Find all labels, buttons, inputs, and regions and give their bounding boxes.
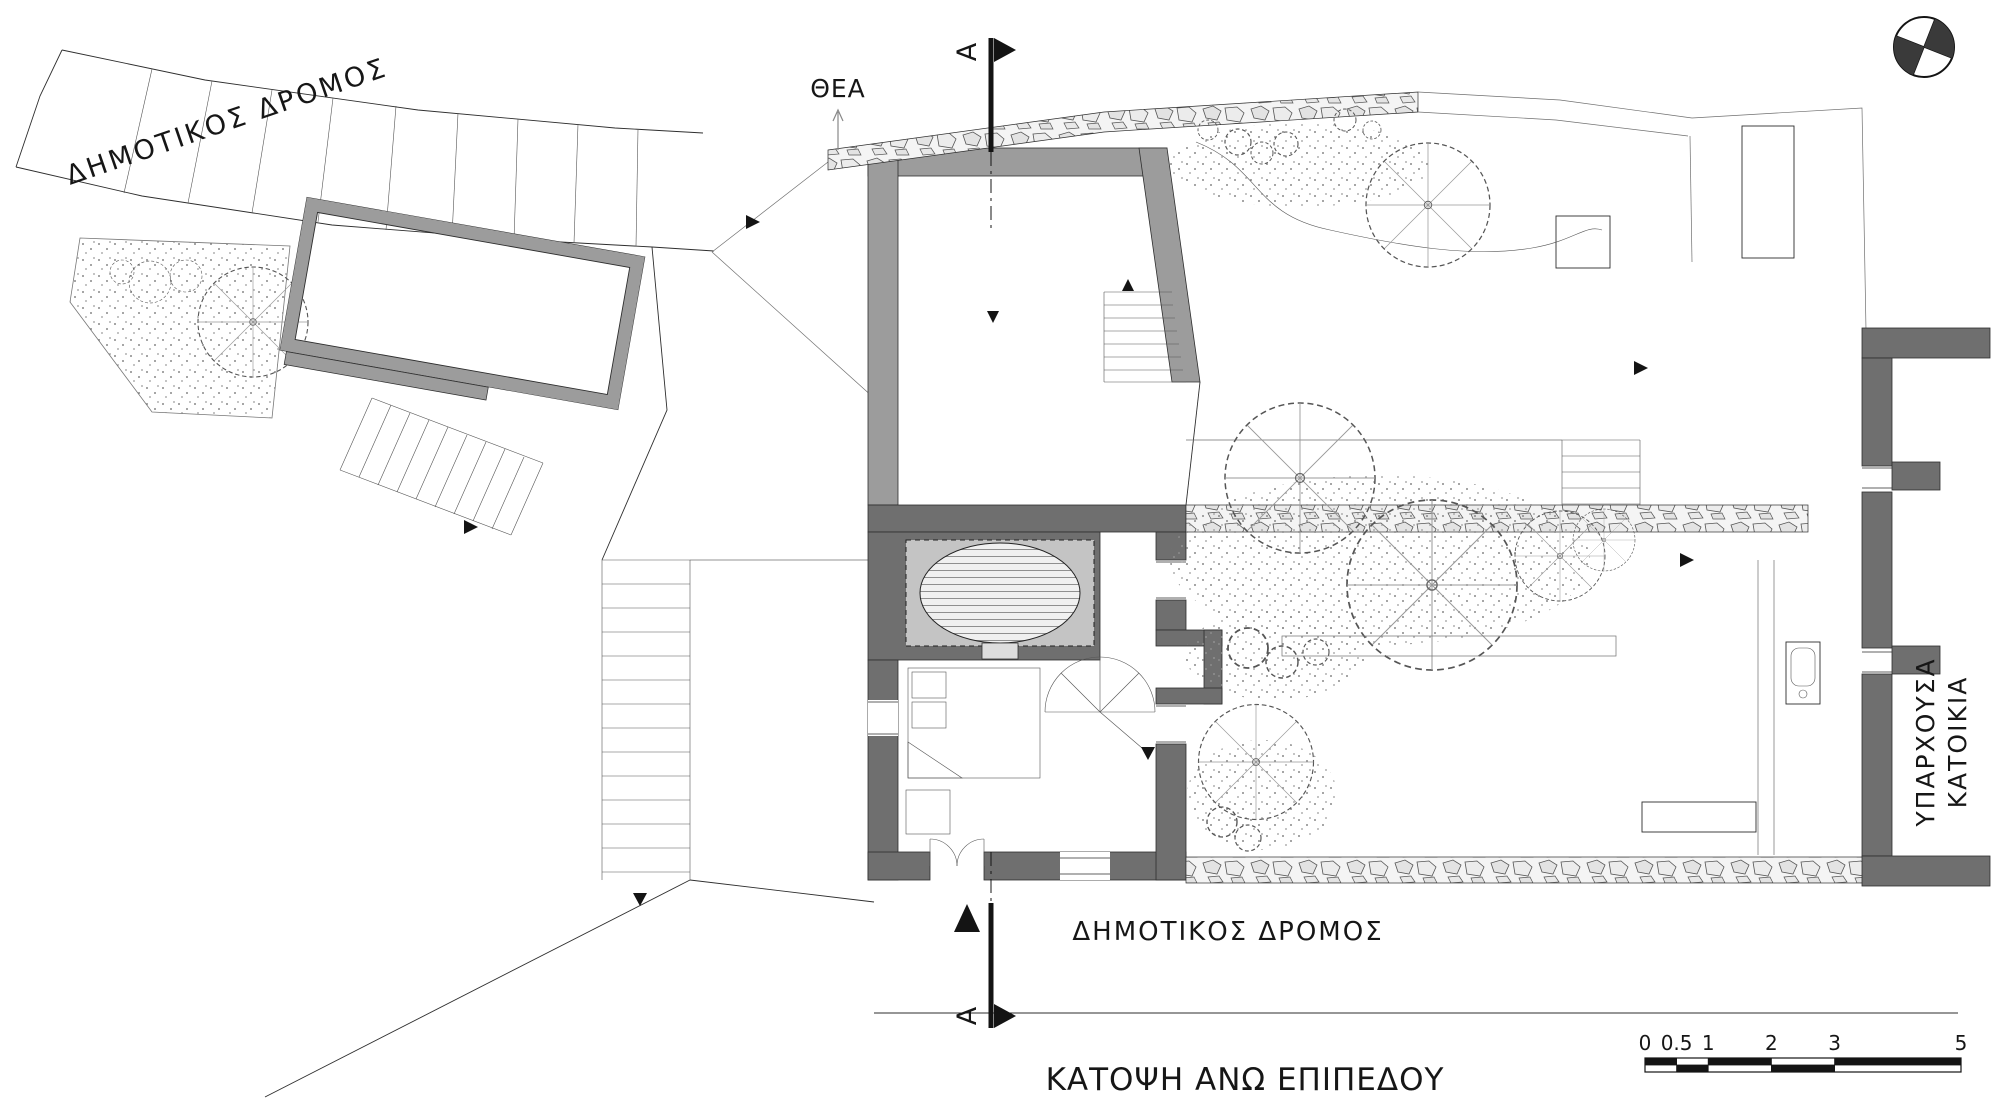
slope-arrow-icon: [746, 215, 760, 229]
scalebar-label: 0.5: [1661, 1031, 1693, 1055]
section-letter-bottom: Α: [952, 1006, 983, 1025]
stair-up-arrow-icon: [1122, 279, 1134, 291]
tree-icon: [1224, 402, 1376, 554]
site-boundaries-west: [264, 161, 1958, 1098]
slope-arrows: [464, 215, 1694, 906]
entrance-door: [929, 838, 985, 867]
road-parcel-ticks: [123, 68, 639, 247]
scalebar-label: 1: [1702, 1031, 1715, 1055]
furniture: [905, 667, 1041, 835]
west-outbuilding: [279, 196, 646, 411]
entrance-arrow-icon: [954, 904, 980, 932]
sink-fixture: [1785, 641, 1821, 705]
view-annotation: ΘΕΑ: [810, 74, 866, 150]
bench: [1641, 801, 1757, 833]
bottom-wall: [867, 851, 931, 881]
section-flag-icon: [994, 38, 1016, 62]
label-view: ΘΕΑ: [810, 74, 866, 103]
bush-icon: [109, 259, 135, 285]
label-road-upper: ΔΗΜΟΤΙΚΟΣ ΔΡΟΜΟΣ: [62, 52, 392, 191]
slope-arrow-icon: [1141, 747, 1155, 760]
tree-icon: [1514, 510, 1606, 602]
slope-arrow-icon: [987, 311, 999, 323]
central-building: [867, 147, 1223, 881]
courtyard-stair: [1103, 291, 1186, 383]
partition-wall: [1891, 461, 1941, 491]
scalebar-label: 3: [1828, 1031, 1841, 1055]
section-line-top: Α: [952, 38, 1016, 228]
partition-wall: [1891, 645, 1941, 675]
planting-bed: [1187, 740, 1337, 850]
scalebar-label: 0: [1639, 1031, 1652, 1055]
oval-skylight: [919, 542, 1081, 644]
tree-icon: [1197, 703, 1315, 821]
section-letter-top: Α: [952, 42, 983, 61]
compass-icon: [1893, 16, 1955, 78]
slope-arrow-icon: [633, 893, 647, 906]
bay-wall: [1155, 687, 1223, 705]
west-stair-long: [601, 559, 691, 880]
spiral-stair: [1044, 656, 1156, 749]
label-existing-residence-2: ΚΑΤΟΙΚΙΑ: [1943, 676, 1972, 809]
drawing-title: ΚΑΤΟΨΗ ΑΝΩ ΕΠΙΠΕΔΟΥ: [1046, 1062, 1445, 1098]
section-flag-icon: [994, 1004, 1016, 1028]
west-garden: [69, 237, 309, 419]
section-line-bottom: Α: [952, 852, 1016, 1028]
pedestal: [981, 642, 1019, 660]
courtyard-left-wall: [867, 147, 899, 506]
slope-arrow-icon: [1680, 553, 1694, 567]
scalebar-label: 2: [1765, 1031, 1778, 1055]
scale-bar: 0 0.5 1 2 3 5: [1639, 1031, 1968, 1073]
west-stair-upper: [339, 397, 544, 536]
planting-bed: [1185, 610, 1365, 700]
wall: [867, 504, 1187, 533]
east-garden: [827, 91, 1867, 884]
tree-icon: [1346, 499, 1518, 671]
left-wall: [867, 659, 899, 881]
existing-residence: ΥΠΑΡΧΟΥΣΑ ΚΑΤΟΙΚΙΑ: [1861, 327, 1991, 887]
stone-wall: [1185, 856, 1867, 884]
label-road-lower: ΔΗΜΟΤΙΚΟΣ ΔΡΟΜΟΣ: [1072, 917, 1383, 947]
slope-arrow-icon: [1634, 361, 1648, 375]
tree-icon: [1572, 508, 1636, 572]
label-existing-residence-1: ΥΠΑΡΧΟΥΣΑ: [1911, 657, 1940, 827]
planting-bed: [1170, 123, 1430, 207]
garden-steps: [1561, 439, 1641, 505]
north-view-arrow-icon: [832, 108, 844, 122]
scalebar-label: 5: [1955, 1031, 1968, 1055]
low-wall: [1281, 635, 1617, 657]
tree-icon: [169, 259, 203, 293]
slope-arrow-icon: [464, 520, 478, 534]
